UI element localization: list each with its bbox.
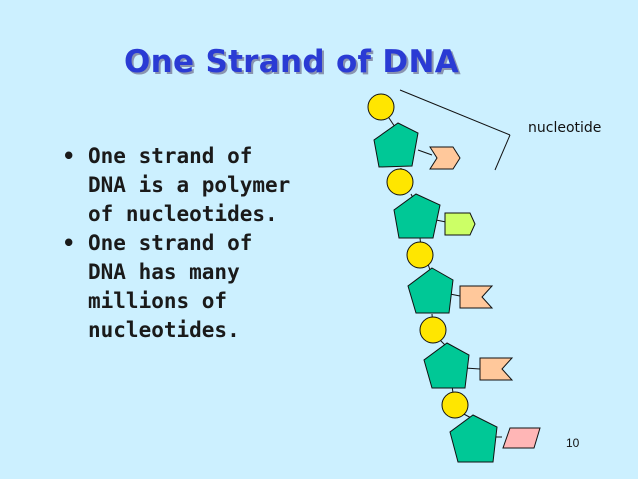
nucleotide <box>367 93 461 170</box>
callout-line <box>399 89 511 136</box>
page-number: 10 <box>566 436 580 450</box>
base-icon <box>502 427 541 449</box>
phosphate-icon <box>406 241 434 269</box>
bullet-dot-icon: • <box>62 231 76 255</box>
phosphate-icon <box>367 93 395 121</box>
slide-title: One Strand of DNA <box>124 44 459 80</box>
base-icon <box>459 285 494 309</box>
bullet-item: • One strand of DNA has many millions of… <box>52 229 352 345</box>
sugar-pentagon-icon <box>449 414 498 463</box>
base-icon <box>444 212 476 236</box>
bullet-item: • One strand of DNA is a polymer of nucl… <box>52 142 352 229</box>
callout-line <box>494 134 511 171</box>
nucleotide-label: nucleotide <box>528 120 601 136</box>
nucleotide <box>419 316 514 389</box>
sugar-pentagon-icon <box>393 193 441 239</box>
phosphate-icon <box>419 316 447 344</box>
sugar-pentagon-icon <box>423 342 470 389</box>
nucleotide <box>406 241 494 314</box>
base-icon <box>429 146 461 170</box>
bullet-list: • One strand of DNA is a polymer of nucl… <box>52 142 352 345</box>
base-icon <box>479 357 514 381</box>
sugar-pentagon-icon <box>407 267 454 314</box>
nucleotide <box>441 391 541 463</box>
bullet-text: One strand of DNA is a polymer of nucleo… <box>88 144 291 226</box>
bullet-text: One strand of DNA has many millions of n… <box>88 231 253 342</box>
sugar-pentagon-icon <box>373 122 419 168</box>
bullet-dot-icon: • <box>62 144 76 168</box>
nucleotide <box>386 168 476 239</box>
phosphate-icon <box>441 391 469 419</box>
phosphate-icon <box>386 168 414 196</box>
